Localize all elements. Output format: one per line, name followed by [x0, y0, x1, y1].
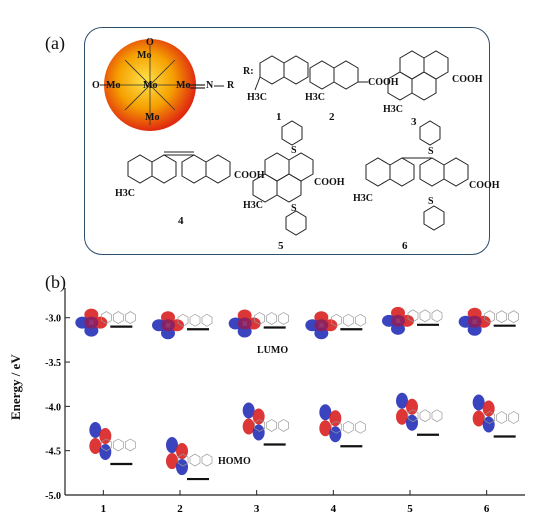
x-tick-label: 1	[101, 503, 107, 515]
panel-b-label: (b)	[45, 272, 66, 292]
mo-label-top: Mo	[137, 50, 152, 61]
compound-2-structure	[309, 60, 368, 90]
oxygen-label-left: O	[92, 80, 100, 91]
homo-orbital-1	[89, 421, 136, 460]
homo-orbital-6	[472, 394, 520, 433]
nitrogen-label: N	[206, 80, 214, 91]
compound-label-6: 6	[402, 240, 408, 252]
x-tick-label: 4	[331, 503, 337, 515]
lumo-orbital-1	[75, 308, 136, 337]
compound-label-3: 3	[411, 116, 417, 128]
oxygen-label-top: O	[146, 37, 154, 48]
compound-label-1: 1	[276, 111, 282, 123]
carboxyl-label-3: COOH	[452, 74, 483, 85]
mo-label-bottom: Mo	[145, 112, 160, 123]
carboxyl-label-6: COOH	[469, 180, 500, 191]
homo-annotation: HOMO	[218, 456, 251, 467]
compound-6-structure	[365, 120, 469, 231]
sulfur-label-5a: S	[291, 145, 297, 156]
carboxyl-label-5: COOH	[314, 177, 345, 188]
lumo-orbital-3	[228, 309, 290, 338]
sulfur-label-5b: S	[291, 203, 297, 214]
y-tick-label: -4.0	[45, 402, 61, 413]
r-group-label: R	[227, 80, 235, 91]
compound-label-5: 5	[278, 240, 284, 252]
methyl-label-3: H3C	[383, 104, 403, 115]
r-definition-label: R:	[243, 66, 254, 77]
compound-5-structure	[252, 120, 314, 236]
compound-1-structure	[254, 55, 309, 91]
carboxyl-label-2: COOH	[368, 77, 399, 88]
compound-3-structure	[387, 50, 449, 101]
compound-label-2: 2	[329, 111, 335, 123]
lumo-orbital-4	[305, 311, 366, 340]
x-tick-label: 5	[407, 503, 413, 515]
structures-box	[84, 27, 490, 255]
x-tick-label: 3	[254, 503, 260, 515]
methyl-label-4: H3C	[115, 188, 135, 199]
lumo-annotation: LUMO	[257, 345, 289, 356]
methyl-label-2: H3C	[305, 92, 325, 103]
methyl-label-6: H3C	[353, 193, 373, 204]
x-tick-label: 6	[484, 503, 490, 515]
y-tick-label: -5.0	[45, 491, 61, 502]
homo-orbital-4	[319, 404, 366, 443]
polyoxometalate-cluster	[100, 39, 224, 131]
mo-label-center: Mo	[143, 80, 158, 91]
compound-label-4: 4	[178, 215, 184, 227]
homo-orbital-5	[396, 392, 443, 431]
homo-orbital-2	[166, 437, 213, 476]
y-tick-label: -3.5	[45, 358, 61, 369]
homo-orbital-3	[242, 402, 290, 441]
sulfur-label-6a: S	[428, 146, 434, 157]
methyl-label-1: H3C	[247, 92, 267, 103]
lumo-orbital-6	[458, 307, 520, 336]
mo-label-right: Mo	[176, 80, 191, 91]
methyl-label-5: H3C	[243, 200, 263, 211]
carboxyl-label-4: COOH	[234, 170, 265, 181]
mo-label-left: Mo	[106, 80, 121, 91]
y-tick-label: -3.0	[45, 314, 61, 325]
panel-a-label: (a)	[45, 33, 65, 53]
lumo-orbital-2	[152, 311, 213, 340]
y-axis-label: Energy / eV	[8, 354, 23, 420]
compound-4-structure	[127, 151, 231, 184]
lumo-orbital-5	[382, 306, 443, 335]
y-tick-label: -4.5	[45, 447, 61, 458]
x-tick-label: 2	[177, 503, 183, 515]
sulfur-label-6b: S	[428, 196, 434, 207]
